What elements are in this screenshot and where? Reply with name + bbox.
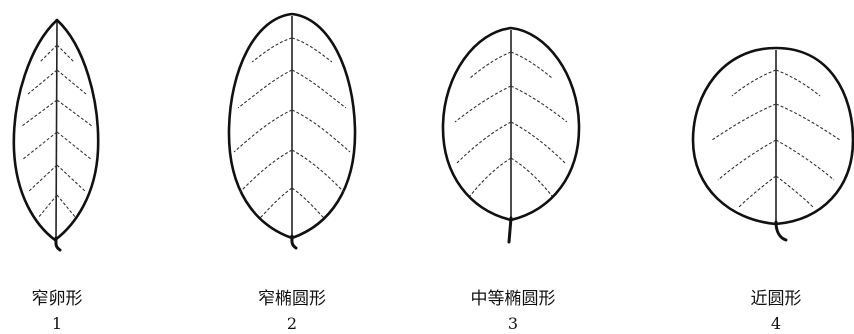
leaf-4-name: 近圆形 <box>706 289 846 309</box>
leaf-3-name: 中等椭圆形 <box>443 289 583 309</box>
leaf-2-narrow-elliptic <box>229 14 355 248</box>
leaf-2-name: 窄椭圆形 <box>222 289 362 309</box>
leaf-4-number: 4 <box>746 315 806 333</box>
leaf-4-near-circular <box>693 48 853 240</box>
leaf-1-number: 1 <box>27 315 87 333</box>
leaf-2-number: 2 <box>262 315 322 333</box>
leaf-4-outline <box>693 48 853 224</box>
leaf-3-medium-elliptic <box>443 28 579 242</box>
leaf-1-narrow-ovate <box>14 20 98 250</box>
leaf-3-petiole <box>509 218 511 242</box>
leaf-3-number: 3 <box>483 315 543 333</box>
leaf-1-name: 窄卵形 <box>0 289 127 309</box>
leaf-1-midrib <box>56 22 57 240</box>
leaf-1-petiole <box>56 238 60 250</box>
